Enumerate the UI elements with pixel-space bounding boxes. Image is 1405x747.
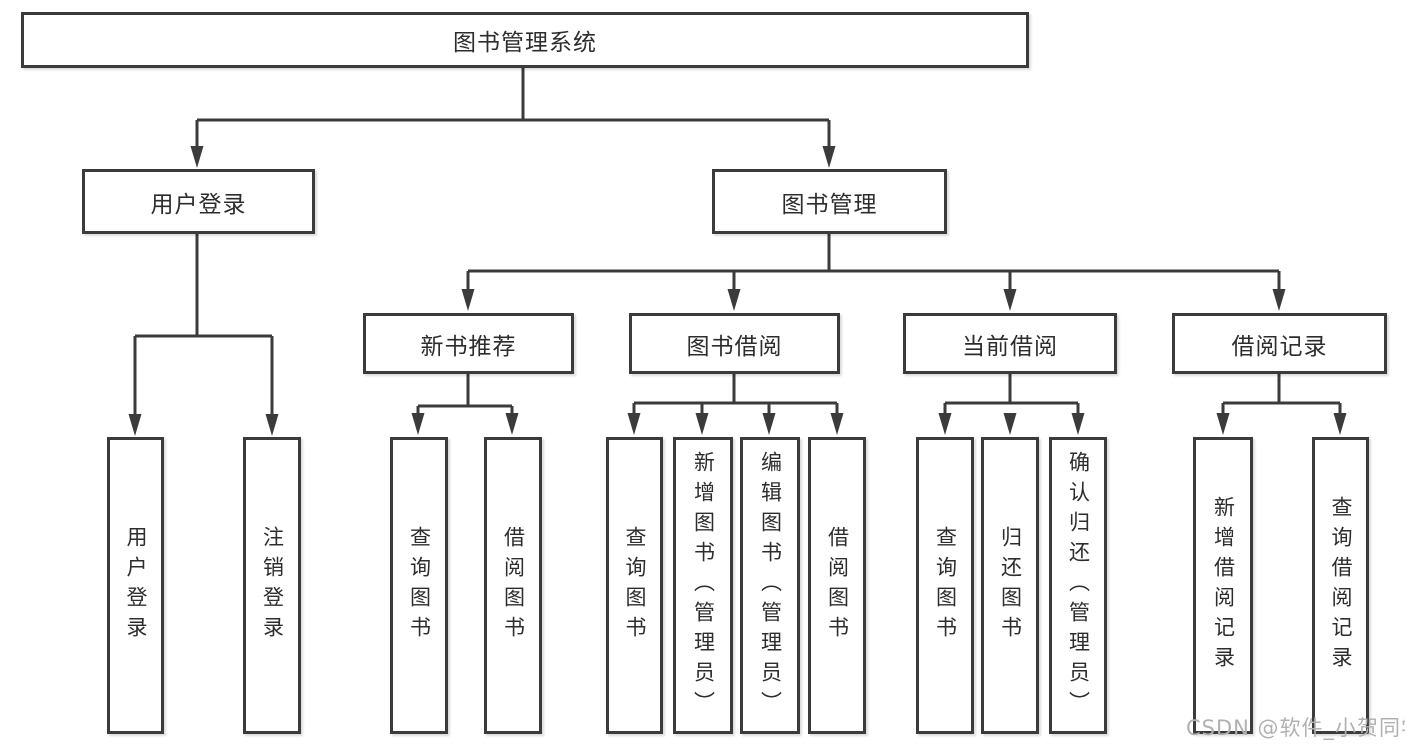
leaf-current-confirm-return-admin: 确认归还（管理员） xyxy=(1049,437,1107,734)
node-current-borrowing: 当前借阅 xyxy=(903,313,1117,374)
leaf-borrow-borrow-book: 借阅图书 xyxy=(808,437,866,734)
node-borrowing-records: 借阅记录 xyxy=(1172,313,1387,374)
leaf-borrow-borrow-book-label: 借阅图书 xyxy=(825,525,850,646)
leaf-borrow-add-book-admin-label: 新增图书（管理员） xyxy=(691,450,716,721)
node-book-borrowing: 图书借阅 xyxy=(629,313,840,374)
leaf-current-return-book-label: 归还图书 xyxy=(998,525,1023,646)
node-user-login: 用户登录 xyxy=(82,169,315,234)
node-book-borrowing-label: 图书借阅 xyxy=(686,333,783,360)
leaf-current-confirm-return-admin-label: 确认归还（管理员） xyxy=(1066,450,1091,721)
node-library-management-system-label: 图书管理系统 xyxy=(453,30,597,56)
leaf-borrow-query-book: 查询图书 xyxy=(606,437,663,734)
leaf-records-add-record-label: 新增借阅记录 xyxy=(1211,495,1236,676)
leaf-current-return-book: 归还图书 xyxy=(981,437,1039,734)
leaf-user-login: 用户登录 xyxy=(107,437,164,734)
leaf-records-query-record-label: 查询借阅记录 xyxy=(1329,495,1353,676)
node-current-borrowing-label: 当前借阅 xyxy=(962,333,1058,360)
leaf-newbooks-borrow-book-label: 借阅图书 xyxy=(501,525,526,646)
leaf-borrow-edit-book-admin-label: 编辑图书（管理员） xyxy=(758,450,783,721)
node-user-login-label: 用户登录 xyxy=(150,191,247,218)
leaf-logout-label: 注销登录 xyxy=(260,525,285,646)
leaf-borrow-add-book-admin: 新增图书（管理员） xyxy=(673,437,733,734)
leaf-borrow-edit-book-admin: 编辑图书（管理员） xyxy=(740,437,800,734)
leaf-current-query-book: 查询图书 xyxy=(916,437,974,734)
leaf-records-query-record: 查询借阅记录 xyxy=(1312,437,1369,734)
leaf-logout: 注销登录 xyxy=(243,437,301,734)
leaf-newbooks-query-book: 查询图书 xyxy=(390,437,448,734)
node-book-management-label: 图书管理 xyxy=(781,191,878,218)
node-borrowing-records-label: 借阅记录 xyxy=(1231,333,1328,360)
leaf-newbooks-borrow-book: 借阅图书 xyxy=(484,437,542,734)
leaf-newbooks-query-book-label: 查询图书 xyxy=(407,525,432,646)
node-library-management-system: 图书管理系统 xyxy=(21,12,1029,68)
leaf-borrow-query-book-label: 查询图书 xyxy=(623,525,647,646)
csdn-watermark: CSDN @软件_小贺同学 xyxy=(1186,716,1405,740)
leaf-current-query-book-label: 查询图书 xyxy=(933,525,958,646)
node-new-book-recommend-label: 新书推荐 xyxy=(420,333,517,360)
leaf-records-add-record: 新增借阅记录 xyxy=(1193,437,1253,734)
node-book-management: 图书管理 xyxy=(712,169,947,234)
leaf-user-login-label: 用户登录 xyxy=(124,525,148,646)
node-new-book-recommend: 新书推荐 xyxy=(363,313,574,374)
